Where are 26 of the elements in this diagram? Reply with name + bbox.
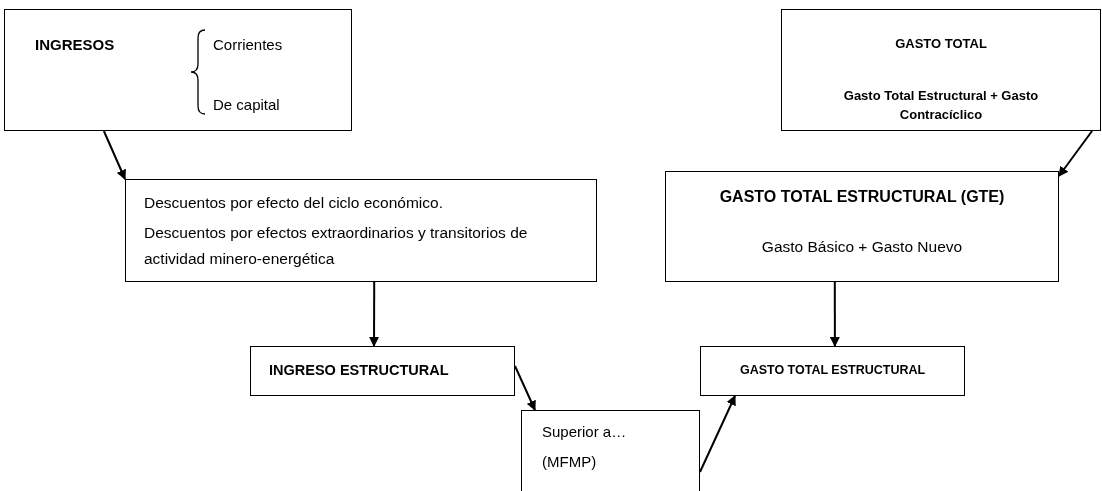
box-label: (MFMP): [542, 453, 597, 470]
text-box: [781, 9, 1101, 131]
arrow: [369, 281, 380, 347]
text-box: [4, 9, 352, 131]
arrow: [829, 281, 840, 347]
box-label: GASTO TOTAL ESTRUCTURAL: [738, 363, 927, 377]
heading: GASTO TOTAL: [894, 36, 988, 51]
formula-text: Gasto Total Estructural + Gasto Contracíclico: [842, 87, 1040, 124]
text-box: [700, 346, 965, 396]
box-label: Superior a…: [542, 423, 627, 440]
text-box: [125, 179, 597, 282]
box-label: INGRESO ESTRUCTURAL: [269, 362, 449, 378]
arrow: [102, 130, 126, 180]
heading: INGRESOS: [35, 36, 115, 53]
formula-text: Gasto Básico + Gasto Nuevo: [760, 238, 964, 256]
text-box: [521, 410, 700, 491]
heading: GASTO TOTAL ESTRUCTURAL (GTE): [718, 188, 1006, 206]
list-item: De capital: [213, 96, 280, 113]
text-box: [250, 346, 515, 396]
list-item: Corrientes: [213, 36, 283, 53]
arrow: [699, 395, 736, 473]
arrow: [514, 365, 536, 411]
arrow: [1058, 130, 1094, 177]
text-box: [665, 171, 1059, 282]
description-text: Descuentos por efectos extraordinarios y transitorios de actividad minero-energética: [144, 223, 529, 269]
description-text: Descuentos por efecto del ciclo económico.: [144, 194, 443, 212]
